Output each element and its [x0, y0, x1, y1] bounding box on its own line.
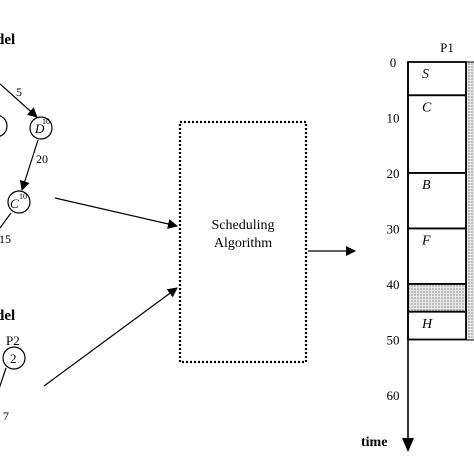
scheduler-label-line2: Algorithm — [214, 236, 272, 251]
scheduler-box: Scheduling Algorithm — [178, 120, 308, 364]
gantt-task-block — [407, 172, 467, 230]
task-node-d-weight: 10 — [42, 117, 50, 126]
task-graph: 5 D 10 20 C 10 15 — [0, 83, 53, 246]
gantt-axis-title: time — [361, 435, 387, 450]
edge-to-d-label: 5 — [16, 85, 22, 99]
gantt-task-block — [407, 94, 467, 174]
gantt-task-label: C — [422, 100, 432, 115]
processor-p2-node — [2, 346, 26, 370]
processor-p2-node-label: 2 — [10, 351, 17, 366]
gantt-tick-label: 30 — [387, 222, 400, 237]
gantt-idle-slot — [407, 283, 467, 313]
arrow-platform-to-scheduler — [43, 287, 178, 387]
gantt-tick-label: 40 — [387, 277, 400, 292]
gantt-tick-label: 20 — [387, 166, 400, 181]
gantt-tick-label: 0 — [390, 55, 397, 70]
task-node-partial — [0, 115, 8, 137]
task-node-c — [7, 190, 31, 214]
gantt-tick-label: 50 — [387, 333, 400, 348]
gantt-processor-label: P1 — [440, 40, 454, 55]
arrow-task-to-scheduler — [54, 197, 178, 229]
task-node-c-label: C — [10, 196, 19, 211]
platform-graph: P2 2 7 — [0, 333, 26, 423]
gantt-partial-column — [465, 61, 474, 341]
task-node-d — [29, 116, 53, 140]
gantt-ticks: 0 10 20 30 40 50 60 — [387, 55, 400, 403]
processor-p2-label: P2 — [6, 333, 20, 348]
gantt-tasks: S C B F H — [407, 61, 467, 341]
edge-from-c — [0, 212, 12, 229]
gantt-task-block — [407, 310, 467, 341]
gantt-tick-label: 10 — [387, 111, 400, 126]
gantt-task-block — [407, 227, 467, 285]
edge-d-c — [19, 139, 39, 191]
edge-d-c-label: 20 — [36, 152, 48, 166]
gantt-task-block — [407, 61, 467, 97]
processor-link-label: 7 — [3, 409, 9, 423]
task-node-d-label: D — [34, 121, 45, 136]
gantt-time-axis-arrowhead — [402, 438, 414, 452]
scheduler-border — [178, 120, 308, 364]
gantt-chart: P1 S C B F H 0 10 20 30 40 50 60 time — [361, 40, 474, 452]
gantt-task-label: F — [421, 234, 431, 249]
edge-to-d — [0, 83, 38, 118]
edge-from-c-label: 15 — [0, 232, 11, 246]
processor-link — [0, 367, 7, 388]
gantt-task-label: S — [422, 67, 429, 82]
gantt-tick-label: 60 — [387, 388, 400, 403]
gantt-task-label: H — [421, 317, 433, 332]
task-node-c-weight: 10 — [19, 192, 27, 201]
scheduler-label-line1: Scheduling — [212, 218, 275, 233]
task-model-title: del — [0, 32, 15, 48]
platform-model-title: del — [0, 308, 15, 324]
gantt-task-label: B — [422, 178, 431, 193]
